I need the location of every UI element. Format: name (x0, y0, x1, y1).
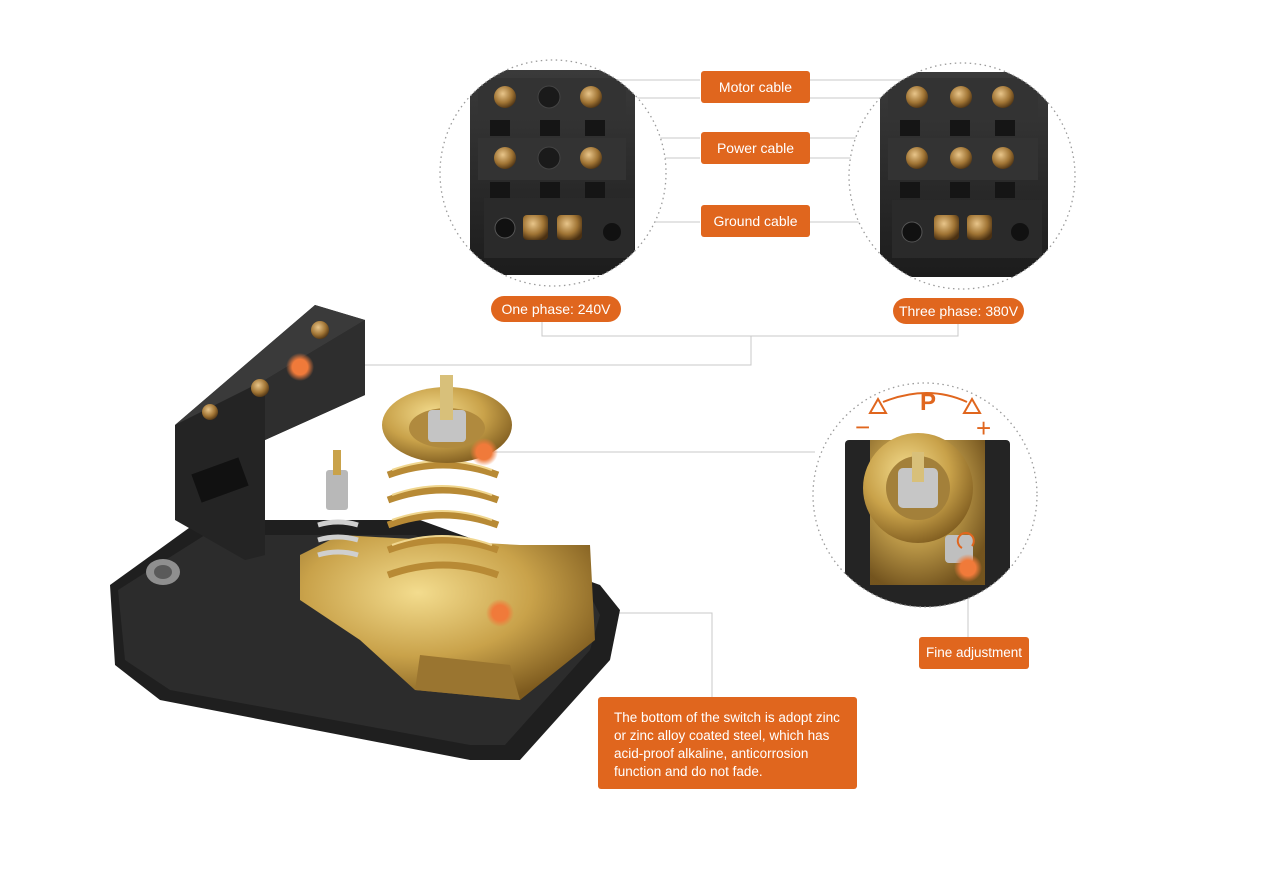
one-phase-terminal-zoom (440, 60, 666, 286)
ground-cable-label: Ground cable (701, 205, 810, 237)
adjustment-dial-zoom (813, 383, 1037, 607)
one-phase-label: One phase: 240V (491, 296, 621, 322)
pressure-switch-product (110, 305, 620, 760)
motor-cable-label: Motor cable (701, 71, 810, 103)
pressure-symbol: P (920, 389, 936, 416)
hotspot-dots (286, 353, 982, 627)
three-phase-terminal-zoom (849, 63, 1075, 289)
dial-markings (868, 392, 982, 549)
fine-adjustment-label: Fine adjustment (919, 637, 1029, 669)
power-cable-label: Power cable (701, 132, 810, 164)
minus-symbol: − (855, 412, 870, 442)
plus-symbol: + (976, 413, 991, 443)
three-phase-label: Three phase: 380V (893, 298, 1024, 324)
zinc-coating-note: The bottom of the switch is adopt zinc o… (598, 697, 857, 789)
